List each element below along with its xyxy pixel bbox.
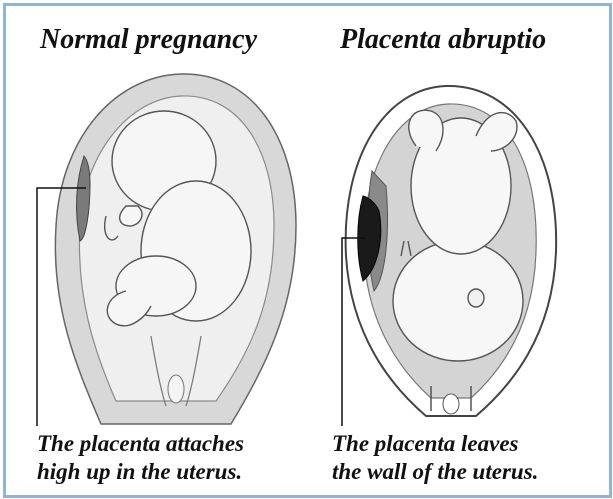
placenta-abruptio-illustration	[6, 6, 609, 495]
figure-frame: Normal pregnancy Placenta abruptio	[3, 3, 612, 498]
abruptio-caption-line2: the wall of the uterus.	[332, 458, 538, 486]
abruptio-caption-line1: The placenta leaves	[332, 430, 538, 458]
placenta-abruptio-caption: The placenta leaves the wall of the uter…	[332, 430, 538, 486]
normal-caption-line2: high up in the uterus.	[37, 458, 244, 486]
normal-caption-line1: The placenta attaches	[37, 430, 244, 458]
normal-pregnancy-caption: The placenta attaches high up in the ute…	[37, 430, 244, 486]
